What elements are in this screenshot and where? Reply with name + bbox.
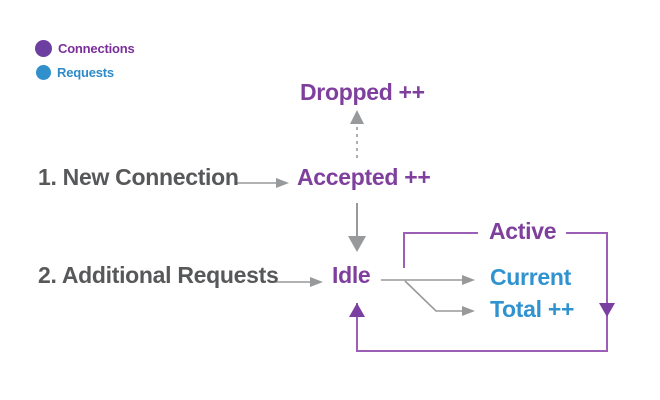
arrow-additional-requests-to-idle	[270, 277, 323, 287]
requests-dot-icon	[36, 65, 51, 80]
node-total: Total ++	[490, 296, 575, 322]
node-dropped: Dropped ++	[300, 79, 425, 105]
legend-label-requests: Requests	[57, 65, 114, 80]
arrow-accepted-to-dropped	[350, 110, 364, 158]
arrow-accepted-to-idle	[348, 203, 366, 252]
active-feedback-loop	[349, 232, 615, 352]
loop-up-arrowhead-icon	[349, 303, 365, 317]
node-step1: 1. New Connection	[38, 164, 239, 190]
arrow-new-connection-to-accepted	[236, 178, 289, 188]
node-step2: 2. Additional Requests	[38, 262, 279, 288]
legend-label-connections: Connections	[58, 41, 135, 56]
node-active: Active	[489, 218, 557, 244]
node-current: Current	[490, 264, 571, 290]
loop-down-arrowhead-icon	[599, 303, 615, 317]
node-accepted: Accepted ++	[297, 164, 431, 190]
arrow-idle-to-total	[404, 280, 475, 316]
legend-item-requests: Requests	[36, 65, 114, 80]
arrow-idle-to-current	[381, 275, 475, 285]
legend-item-connections: Connections	[35, 40, 135, 57]
connections-dot-icon	[35, 40, 52, 57]
node-idle: Idle	[332, 262, 371, 288]
